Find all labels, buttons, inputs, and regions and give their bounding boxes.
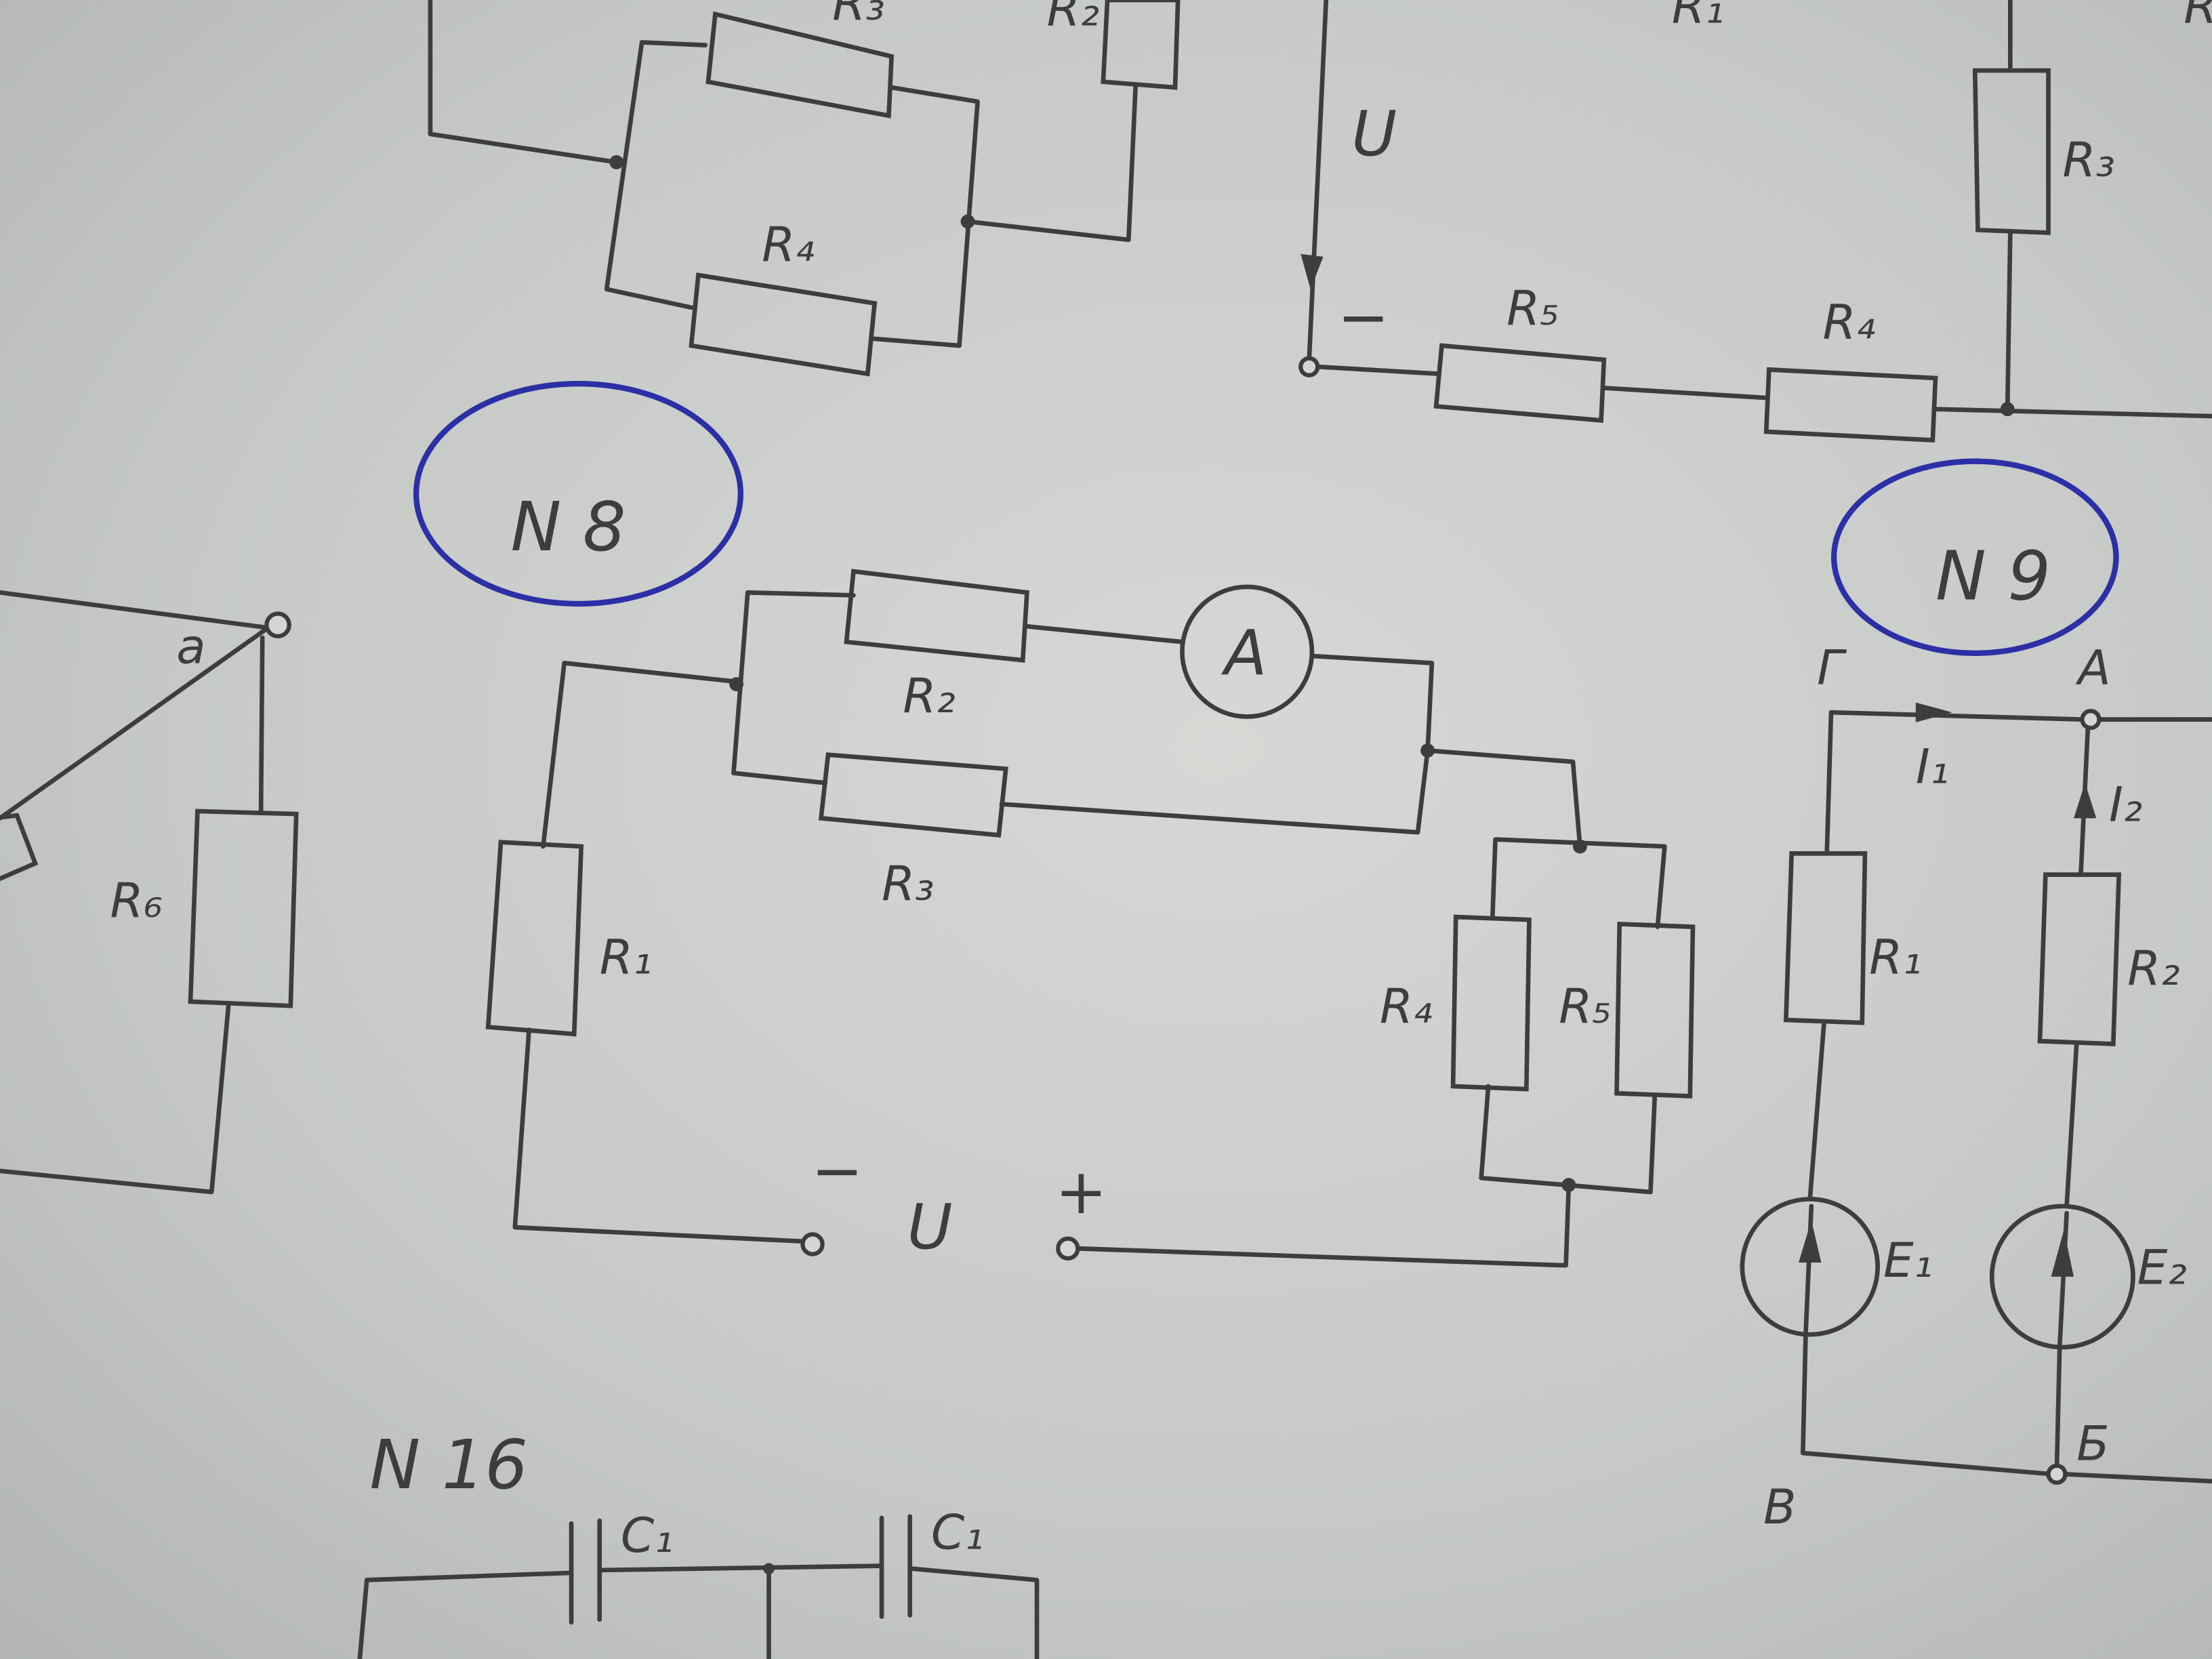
- label-i1: I₁: [1916, 738, 1949, 794]
- label-r-partial: R: [2184, 0, 2212, 34]
- junction-node: [2000, 402, 2015, 417]
- junction-node: [1420, 743, 1435, 758]
- label-node-v: В: [1763, 1479, 1797, 1535]
- number-circle-marker: [413, 381, 744, 607]
- left-partial-circuit: a R₆: [0, 590, 299, 1195]
- label-r3: R₃: [2062, 131, 2115, 188]
- resistor-partial: [0, 813, 39, 882]
- emf-arrow-icon: [2051, 1230, 2074, 1277]
- resistor-r3: [1972, 68, 2051, 235]
- resistor-r5: [1614, 922, 1696, 1099]
- label-r1: R₁: [1869, 928, 1922, 985]
- junction-node: [1573, 839, 1587, 854]
- label-c1: C₁: [621, 1507, 674, 1563]
- label-u: U: [907, 1191, 952, 1263]
- circuit-16: N 16 C₁ C₁: [357, 1425, 1040, 1659]
- label-r6: R₆: [110, 872, 163, 928]
- label-r5: R₅: [1507, 280, 1559, 336]
- label-r5: R₅: [1559, 978, 1612, 1034]
- current-arrow-icon: [1915, 702, 1952, 722]
- terminal-a: [264, 611, 291, 638]
- label-r1: R₁: [1672, 0, 1725, 34]
- current-arrow-icon: [2074, 783, 2097, 819]
- label-node-b: Б: [2076, 1415, 2110, 1471]
- junction-node: [729, 677, 744, 691]
- circuit-9: N 9 Г A I₁ I₂ R₁ R₂ E₁ E₂ Б В: [1740, 458, 2212, 1535]
- resistor-r5: [1433, 343, 1607, 423]
- node-a: [2080, 709, 2102, 731]
- junction-node: [960, 214, 975, 229]
- label-a: a: [176, 618, 205, 674]
- node-b: [2046, 1463, 2068, 1485]
- resistor-r3-top: [705, 11, 895, 119]
- top-left-circuit: R₃ R₂ R₄: [428, 0, 1181, 377]
- label-r2: R₂: [903, 668, 956, 724]
- number-circle-marker: [1830, 458, 2119, 656]
- terminal-minus: [800, 1232, 825, 1256]
- label-c1: C₁: [931, 1504, 984, 1561]
- label-minus: −: [811, 1134, 863, 1207]
- junction-node: [609, 155, 624, 169]
- resistor-r4: [1450, 914, 1532, 1092]
- resistor-r4: [1763, 367, 1938, 443]
- circuit-number-16: N 16: [369, 1425, 528, 1504]
- resistor-r2-top: [1101, 0, 1181, 90]
- label-e1: E₁: [1883, 1232, 1933, 1288]
- terminal-plus: [1056, 1236, 1080, 1261]
- circuit-number-8: N 8: [511, 487, 626, 567]
- label-u: U: [1351, 98, 1397, 170]
- label-r4: R₄: [1380, 978, 1433, 1034]
- circuit-8: N 8 A − U + R₂ R₃ R₁ R₄ R₅: [413, 381, 1696, 1268]
- ammeter-label: A: [1221, 617, 1267, 689]
- label-plus: +: [1055, 1155, 1107, 1228]
- label-r3: R₃: [882, 855, 935, 912]
- label-i2: I₂: [2109, 777, 2142, 833]
- label-node-a: A: [2075, 640, 2110, 696]
- label-r2: R₂: [2127, 940, 2180, 996]
- terminal-minus: [1298, 356, 1320, 377]
- resistor-r1: [1783, 851, 1868, 1025]
- resistor-r1: [485, 840, 584, 1037]
- label-node-g: Г: [1817, 640, 1847, 696]
- label-r4: R₄: [1822, 294, 1875, 350]
- label-r4: R₄: [762, 216, 815, 272]
- emf-arrow-icon: [1799, 1220, 1822, 1263]
- top-right-circuit: U − R₅ R₄ R₃ R₁ R: [1298, 0, 2212, 443]
- emf-source-e1: [1740, 1197, 1880, 1337]
- resistor-r2: [2037, 872, 2122, 1046]
- circuit-number-9: N 9: [1936, 537, 2051, 616]
- label-r1: R₁: [600, 928, 653, 985]
- emf-source-e2: [1989, 1204, 2135, 1350]
- junction-node: [763, 1563, 775, 1575]
- arrow-down-icon: [1300, 253, 1324, 289]
- resistor-r6: [188, 808, 299, 1008]
- label-r3: R₃: [832, 0, 885, 31]
- resistor-r2: [844, 569, 1029, 663]
- label-minus: −: [1337, 281, 1389, 354]
- label-e2: E₂: [2137, 1239, 2187, 1295]
- ammeter: [1180, 584, 1315, 719]
- resistor-r4-top: [689, 272, 878, 377]
- resistor-r3: [818, 752, 1008, 838]
- junction-node: [1561, 1178, 1576, 1192]
- label-r2: R₂: [1047, 0, 1100, 37]
